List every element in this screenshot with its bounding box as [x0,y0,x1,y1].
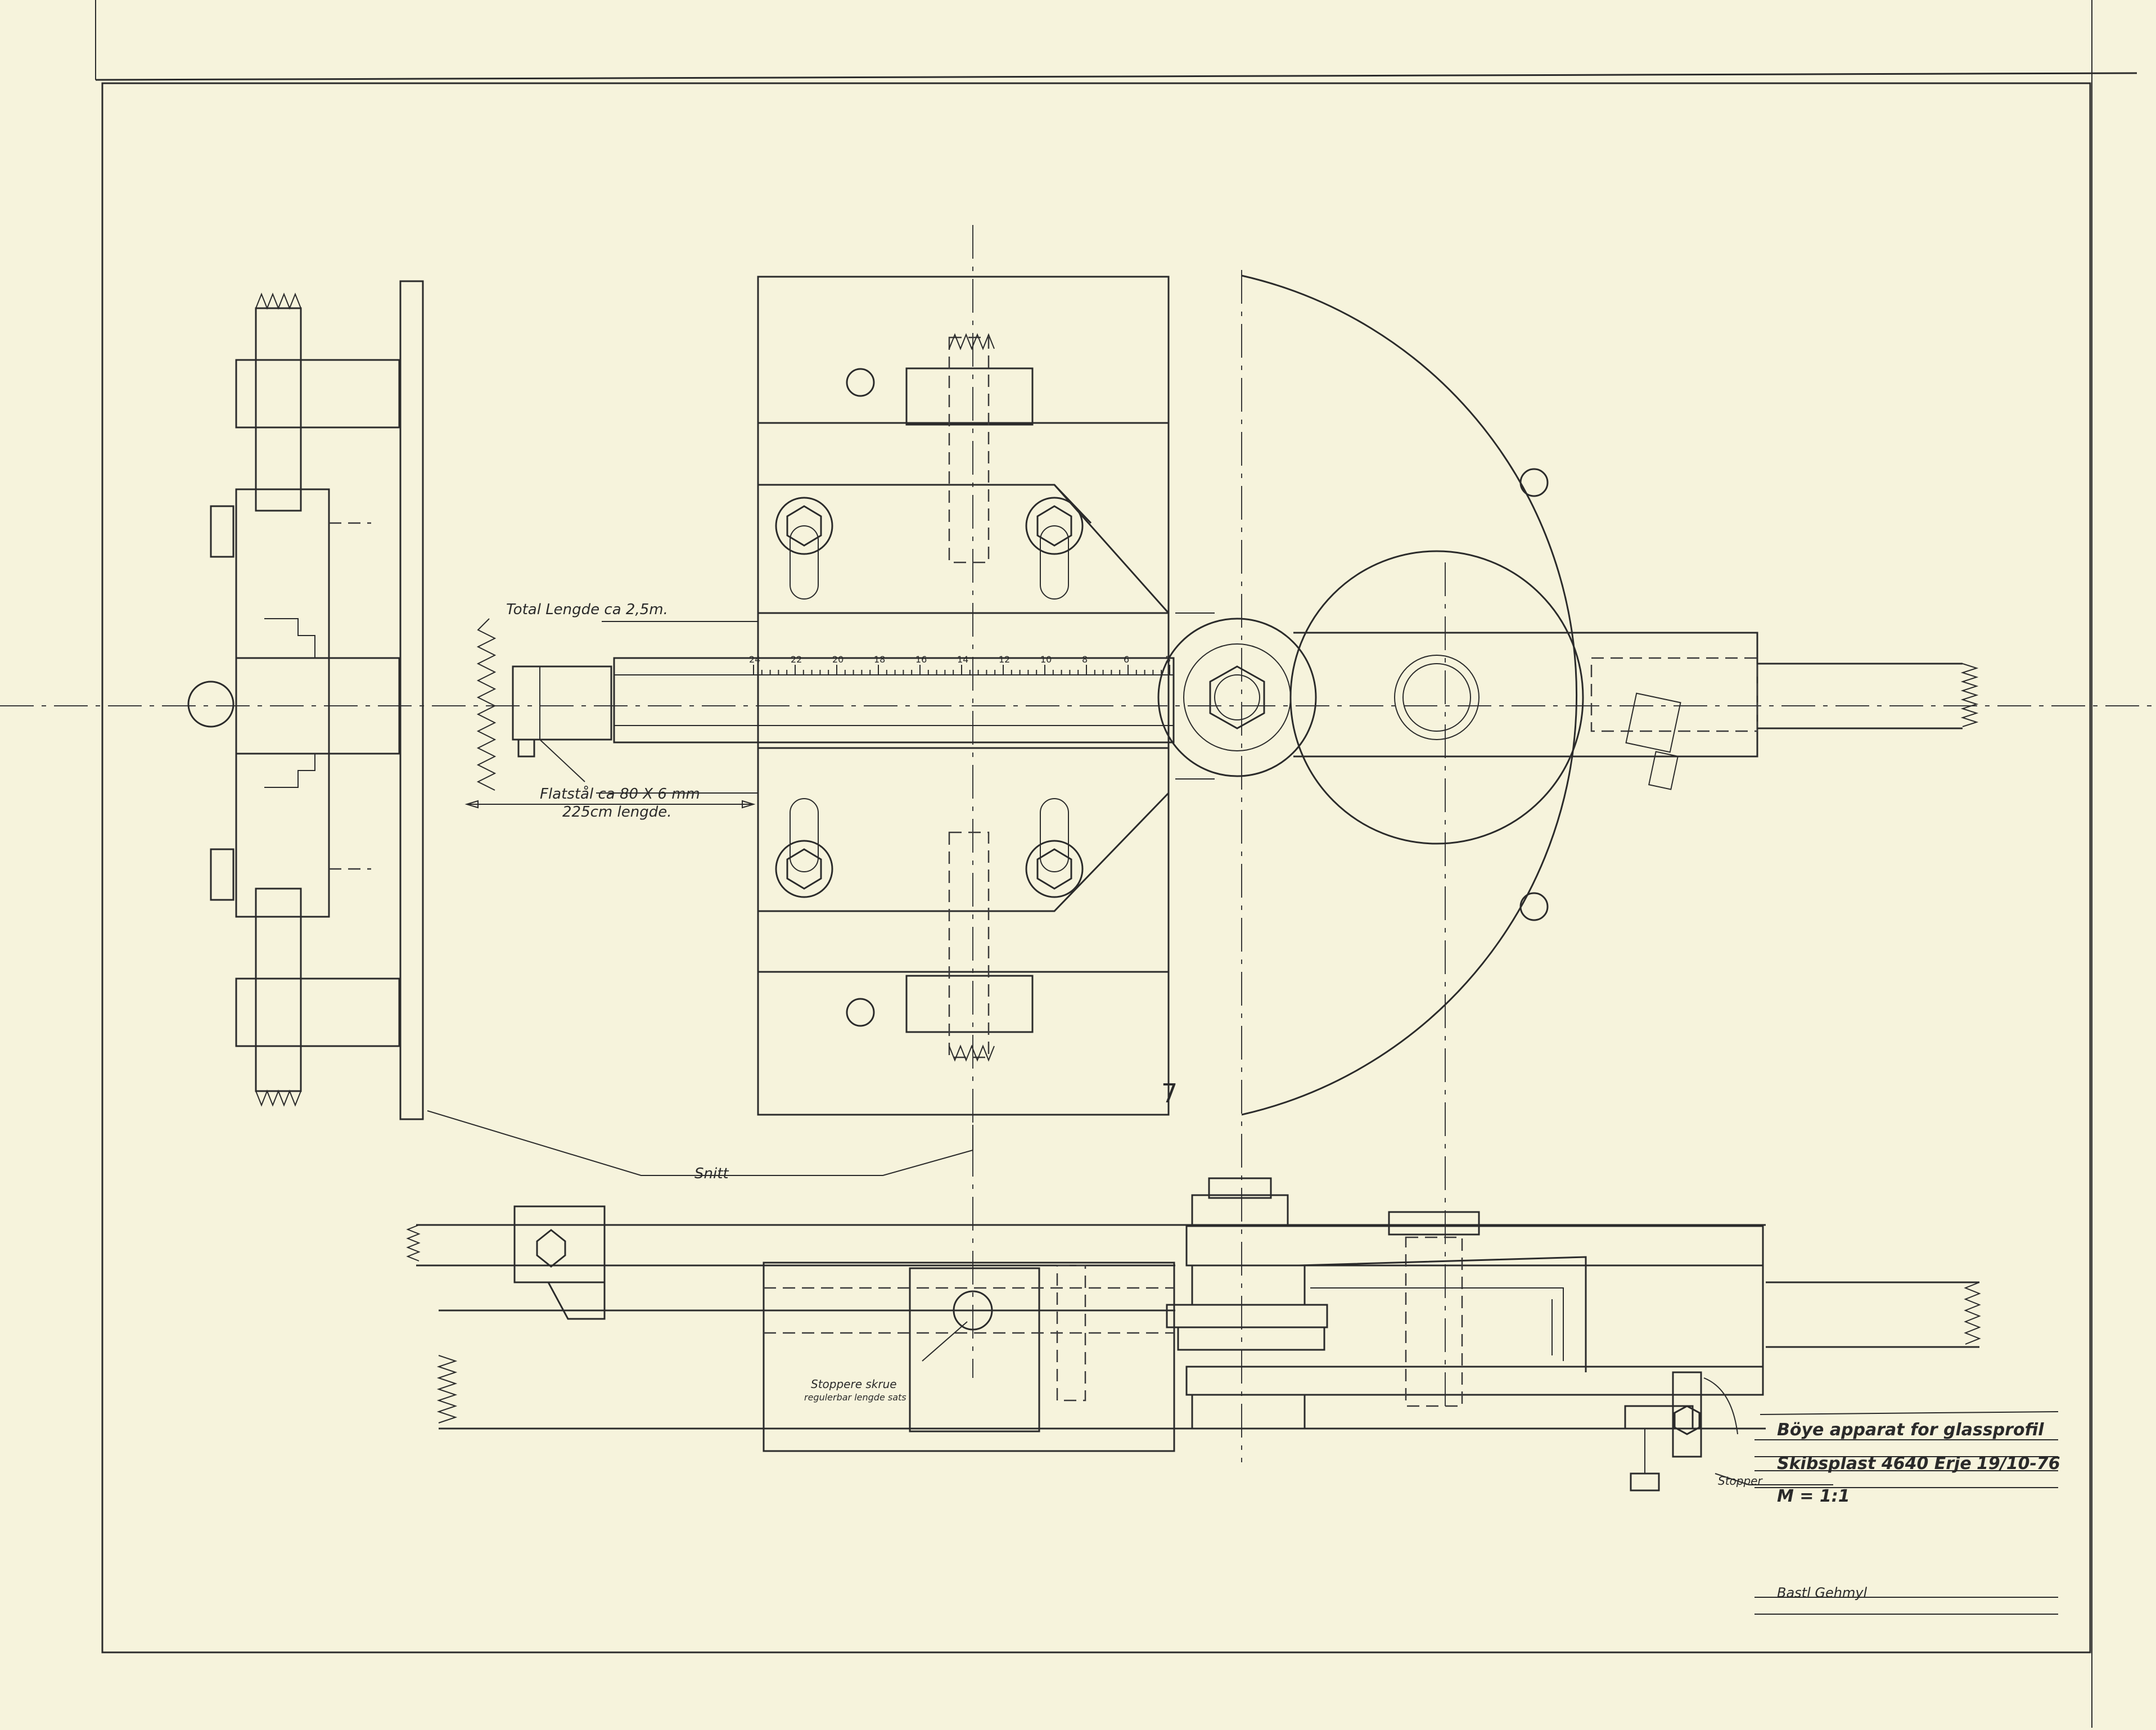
stop-screw-label: Stoppere skrue [811,1377,897,1391]
front-view [406,1177,1981,1492]
sheet-border [95,0,2137,1728]
drawing-place: Skibsplast 4640 Erje [1777,1454,1972,1474]
scale-tick-label: 24 [749,654,760,665]
scale-tick-label: 14 [957,654,968,665]
mounting-hole [846,368,1549,1027]
total-length-label: Total Lengde ca 2,5m. [506,601,668,618]
scale-tick-label: 22 [791,654,802,665]
scale-tick-label: 18 [874,654,885,665]
side-section-view [187,280,424,1120]
scale-tick-label: 12 [999,654,1010,665]
scale-tick-label: 20 [832,654,844,665]
scale-tick-label: 6 [1124,654,1129,665]
scale-tick-label: 16 [915,654,927,665]
scale-tick-label: 8 [1082,654,1088,665]
drawing-scale: M = 1:1 [1777,1486,1850,1506]
dimension-lines [464,800,756,809]
hex-bolt [775,497,1084,898]
stopper-label: Stopper [1718,1474,1763,1488]
stop-screw-note: regulerbar lengde sats [804,1392,906,1403]
drawing-date: 19/10-76 [1977,1454,2060,1474]
mark-7: 7 [1161,1078,1178,1109]
scale-tick-label: 10 [1040,654,1052,665]
section-arrow [427,1110,973,1176]
title-block: Böye apparat for glassprofil Skibsplast … [1754,1411,2060,1615]
flat-steel-label: Flatstål ca 80 X 6 mm [540,785,700,803]
drawing-title: Böye apparat for glassprofil [1777,1420,2044,1440]
drawing-signature: Bastl Gehmyl [1777,1585,1868,1601]
center-lines [0,225,2156,1462]
section-label: Snitt [694,1165,729,1182]
flat-steel-length-label: 225cm lengde. [562,804,671,821]
